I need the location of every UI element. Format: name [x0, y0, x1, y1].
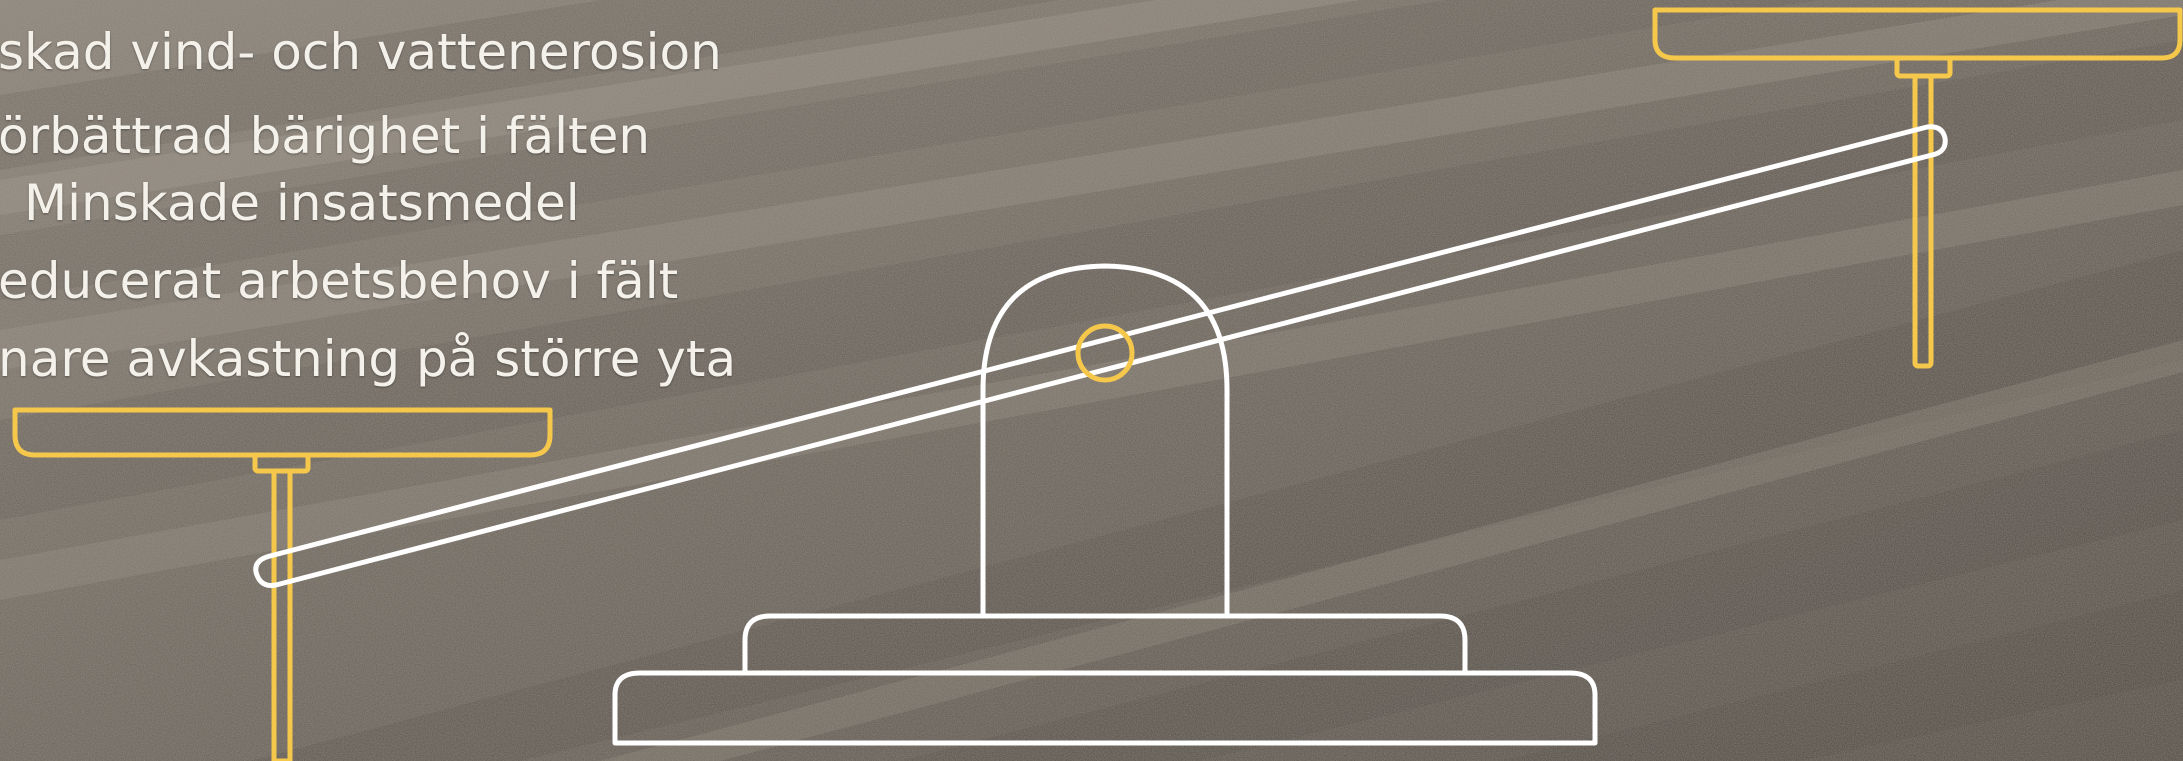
scale-base-upper: [745, 616, 1465, 673]
scale-beam: [256, 127, 1945, 586]
right-pan: [1655, 10, 2180, 366]
scale-base-lower: [615, 673, 1595, 743]
